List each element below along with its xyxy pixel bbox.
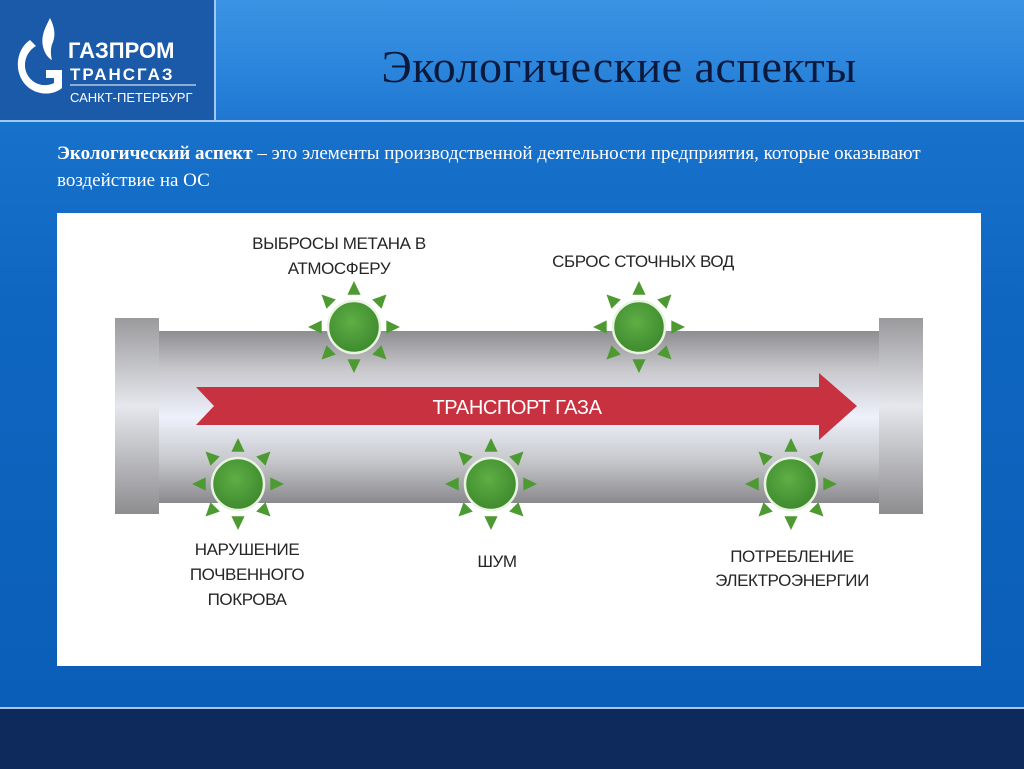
sun-ray [809,451,824,466]
sun-ray [458,502,473,517]
svg-text:НАРУШЕНИЕ: НАРУШЕНИЕ [195,540,300,559]
svg-text:ТРАНСГАЗ: ТРАНСГАЗ [70,65,175,84]
sun-ray [205,451,220,466]
impact-label-electricity: ПОТРЕБЛЕНИЕ ЭЛЕКТРОЭНЕРГИИ [715,547,869,590]
sun-ray [321,345,336,360]
sun-ray [231,438,245,452]
sun-core [326,299,382,355]
sun-ray [347,359,361,373]
svg-text:САНКТ-ПЕТЕРБУРГ: САНКТ-ПЕТЕРБУРГ [70,90,193,105]
sun-ray [758,502,773,517]
sun-core [463,456,519,512]
sun-ray [745,477,759,491]
sun-ray [671,320,685,334]
sun-ray [632,281,646,295]
svg-text:ВЫБРОСЫ МЕТАНА В: ВЫБРОСЫ МЕТАНА В [252,234,426,253]
sun-ray [509,502,524,517]
definition-body: – это элементы производственной деятельн… [57,143,921,191]
sun-ray [606,294,621,309]
gazprom-flame-icon: ГАЗПРОМ ТРАНСГАЗ САНКТ-ПЕТЕРБУРГ [17,18,196,105]
svg-text:ПОТРЕБЛЕНИЕ: ПОТРЕБЛЕНИЕ [730,547,854,566]
gazprom-logo: ГАЗПРОМ ТРАНСГАЗ САНКТ-ПЕТЕРБУРГ [0,0,216,120]
sun-ray [458,451,473,466]
sun-core [611,299,667,355]
sun-ray [192,477,206,491]
sun-ray [386,320,400,334]
impact-label-wastewater: СБРОС СТОЧНЫХ ВОД [552,252,735,271]
impact-label-methane: ВЫБРОСЫ МЕТАНА В АТМОСФЕРУ [252,234,426,278]
definition-text: Экологический аспект – это элементы прои… [57,140,977,194]
sun-ray [484,438,498,452]
definition-term: Экологический аспект [57,143,253,164]
sun-ray [809,502,824,517]
right-flange [879,318,923,514]
sun-core [210,456,266,512]
sun-icon [593,281,685,373]
sun-ray [205,502,220,517]
sun-ray [509,451,524,466]
svg-text:ЭЛЕКТРОЭНЕРГИИ: ЭЛЕКТРОЭНЕРГИИ [715,571,869,590]
sun-ray [657,345,672,360]
svg-text:ГАЗПРОМ: ГАЗПРОМ [68,38,174,63]
sun-ray [445,477,459,491]
sun-ray [256,451,271,466]
svg-text:ПОЧВЕННОГО: ПОЧВЕННОГО [190,565,305,584]
sun-ray [372,294,387,309]
svg-text:ПОКРОВА: ПОКРОВА [208,590,288,609]
impact-label-soil: НАРУШЕНИЕ ПОЧВЕННОГО ПОКРОВА [190,540,305,609]
header-bar: ГАЗПРОМ ТРАНСГАЗ САНКТ-ПЕТЕРБУРГ Экологи… [0,0,1024,122]
sun-core [763,456,819,512]
sun-ray [823,477,837,491]
svg-text:СБРОС СТОЧНЫХ ВОД: СБРОС СТОЧНЫХ ВОД [552,252,735,271]
sun-icon [308,281,400,373]
sun-ray [606,345,621,360]
sun-icon [192,438,284,530]
sun-ray [270,477,284,491]
pipeline-diagram: ТРАНСПОРТ ГАЗА ВЫБРОСЫ МЕТАНА В АТМОСФЕР… [115,234,923,609]
svg-text:АТМОСФЕРУ: АТМОСФЕРУ [288,259,391,278]
sun-ray [484,516,498,530]
sun-ray [347,281,361,295]
sun-ray [758,451,773,466]
left-flange [115,318,159,514]
slide-title: Экологические аспекты [381,41,857,92]
sun-ray [321,294,336,309]
impact-label-noise: ШУМ [477,552,517,571]
impact-markers [192,281,837,530]
sun-ray [372,345,387,360]
sun-ray [632,359,646,373]
sun-ray [657,294,672,309]
sun-ray [231,516,245,530]
sun-ray [593,320,607,334]
arrow-right-icon [196,373,857,440]
sun-ray [784,516,798,530]
sun-ray [308,320,322,334]
sun-icon [745,438,837,530]
arrow-label: ТРАНСПОРТ ГАЗА [432,397,602,419]
sun-icon [445,438,537,530]
sun-ray [523,477,537,491]
sun-ray [784,438,798,452]
footer-bar [0,707,1024,769]
sun-ray [256,502,271,517]
diagram-panel: ТРАНСПОРТ ГАЗА ВЫБРОСЫ МЕТАНА В АТМОСФЕР… [57,213,981,666]
svg-text:ШУМ: ШУМ [477,552,516,571]
